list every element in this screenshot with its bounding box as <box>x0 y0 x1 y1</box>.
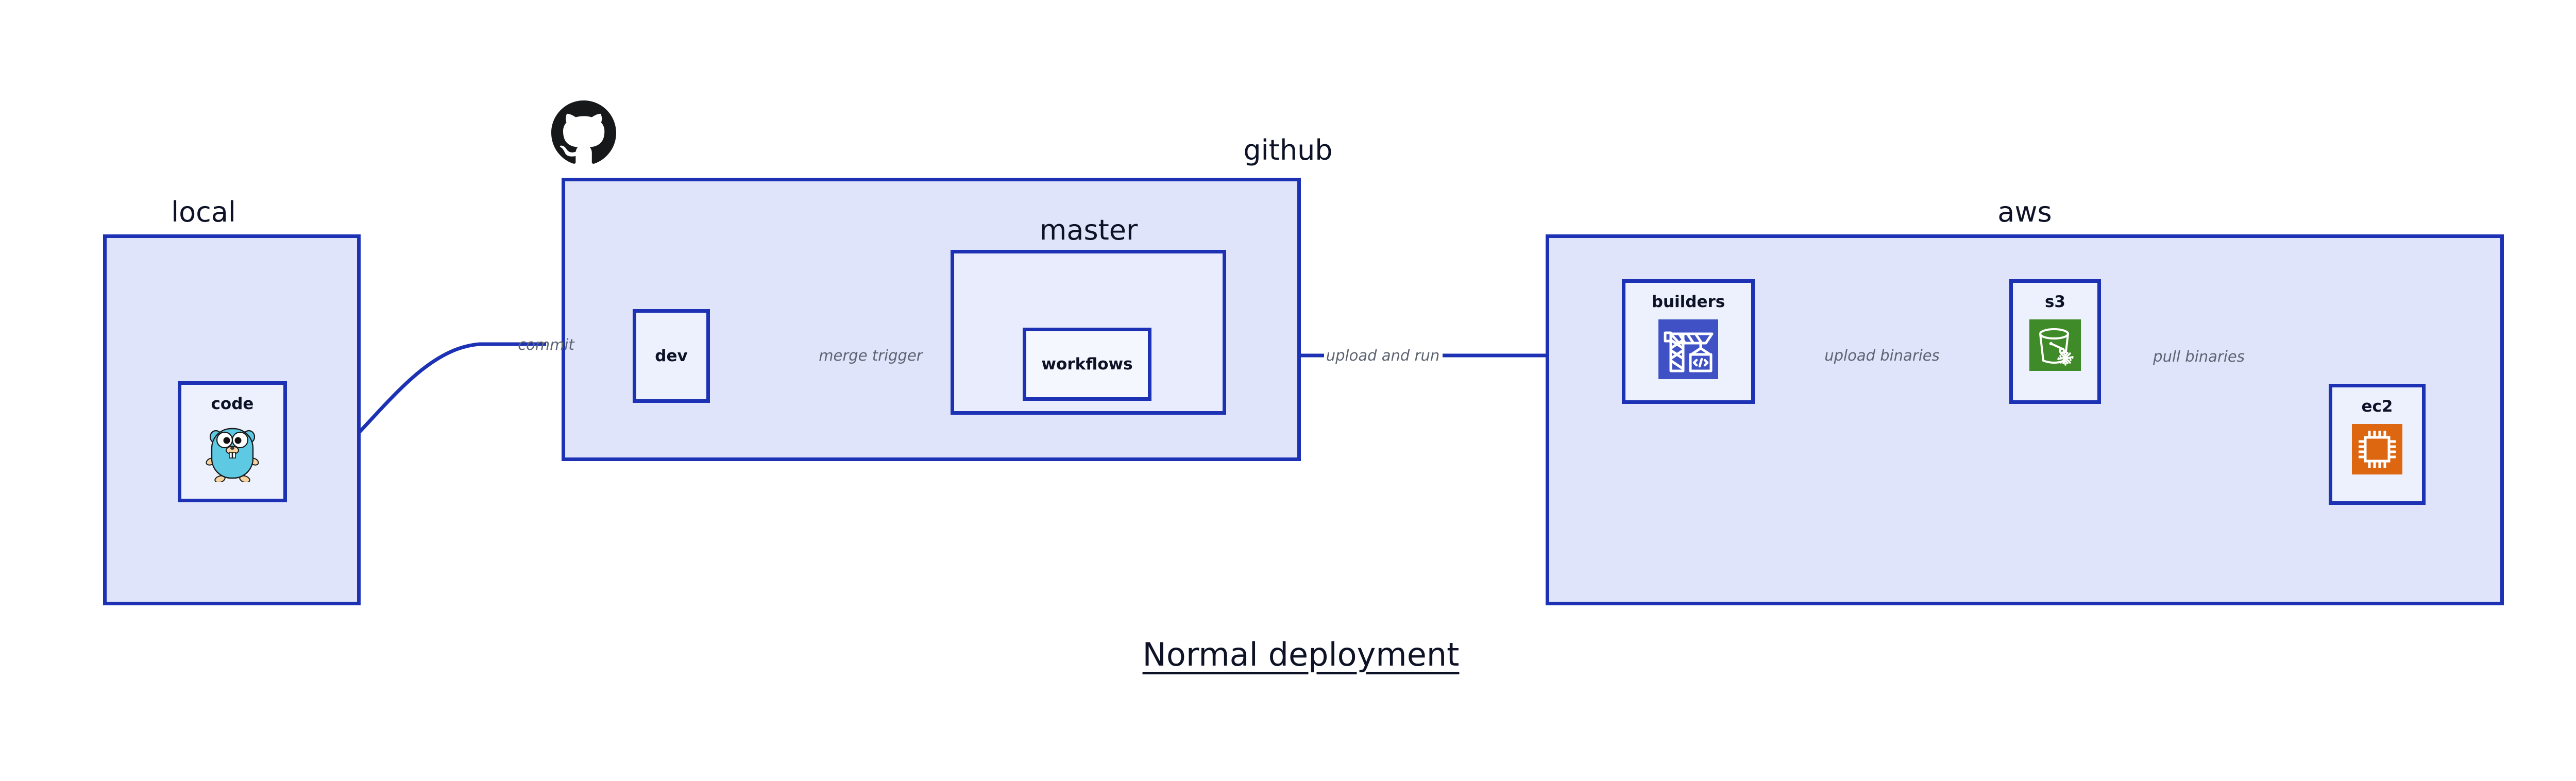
node-builders[interactable]: builders <box>1622 279 1755 404</box>
group-label-local: local <box>171 196 236 228</box>
aws-ec2-chip-icon <box>2352 424 2402 474</box>
group-label-aws: aws <box>1997 196 2052 228</box>
node-ec2-label: ec2 <box>2361 397 2393 416</box>
group-label-master: master <box>1039 214 1138 246</box>
node-builders-label: builders <box>1651 293 1725 311</box>
edge-label-upload-binaries: upload binaries <box>1824 347 1940 364</box>
node-code[interactable]: code <box>178 381 287 502</box>
edge-label-pull-binaries: pull binaries <box>2153 348 2245 365</box>
group-label-github: github <box>1243 134 1333 166</box>
node-workflows-label: workflows <box>1041 354 1133 373</box>
aws-s3-glacier-bucket-icon <box>2029 319 2081 371</box>
diagram-title: Normal deployment <box>1142 636 1460 673</box>
node-s3[interactable]: s3 <box>2009 279 2101 404</box>
node-s3-label: s3 <box>2044 293 2066 311</box>
edge-label-merge-trigger: merge trigger <box>819 347 923 364</box>
edge-label-upload-and-run: upload and run <box>1326 347 1440 364</box>
node-dev-label: dev <box>655 346 688 365</box>
go-gopher-icon <box>205 421 260 482</box>
node-ec2[interactable]: ec2 <box>2329 384 2426 505</box>
aws-codebuild-crane-icon <box>1658 319 1718 379</box>
github-octocat-icon <box>551 100 616 165</box>
edge-label-commit: commit <box>518 336 574 353</box>
node-workflows[interactable]: workflows <box>1023 328 1151 401</box>
node-dev[interactable]: dev <box>633 309 710 403</box>
node-code-label: code <box>211 395 254 413</box>
